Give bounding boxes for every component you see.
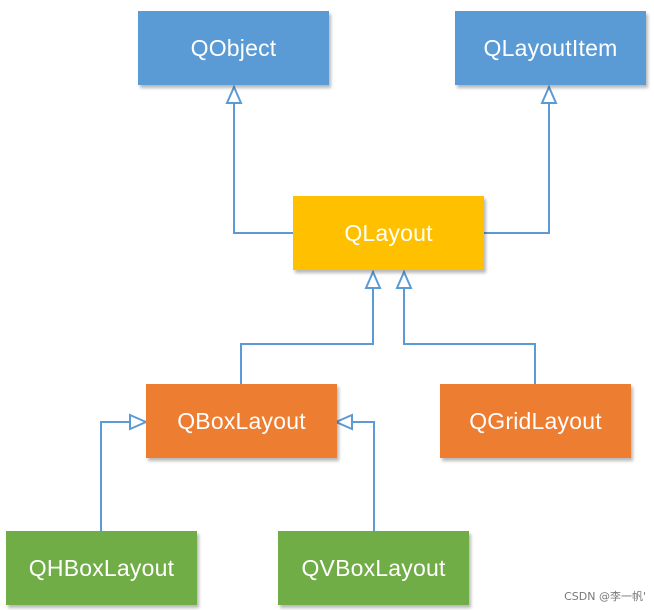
edge-qboxlayout-to-qlayout [240, 288, 374, 384]
node-qlayoutitem: QLayoutItem [455, 11, 646, 85]
watermark-text: CSDN @李一帆' [564, 590, 646, 603]
node-qgridlayout: QGridLayout [440, 384, 631, 458]
edge-qhboxlayout-to-qboxlayout [100, 421, 130, 531]
arrowhead-qboxlayout-right [333, 413, 353, 431]
node-qlayout: QLayout [293, 196, 484, 270]
node-qboxlayout: QBoxLayout [146, 384, 337, 458]
node-qobject: QObject [138, 11, 329, 85]
node-qhboxlayout: QHBoxLayout [6, 531, 197, 605]
arrowhead-qlayoutitem [540, 84, 558, 104]
edge-qlayout-to-qobject [233, 103, 293, 234]
arrowhead-qobject [225, 84, 243, 104]
arrowhead-qlayout-right [395, 269, 413, 289]
edge-qgridlayout-to-qlayout [403, 288, 536, 384]
arrowhead-qlayout-left [364, 269, 382, 289]
edge-qvboxlayout-to-qboxlayout [352, 421, 375, 531]
arrowhead-qboxlayout-left [129, 413, 149, 431]
node-qvboxlayout: QVBoxLayout [278, 531, 469, 605]
edge-qlayout-to-qlayoutitem [484, 103, 550, 234]
